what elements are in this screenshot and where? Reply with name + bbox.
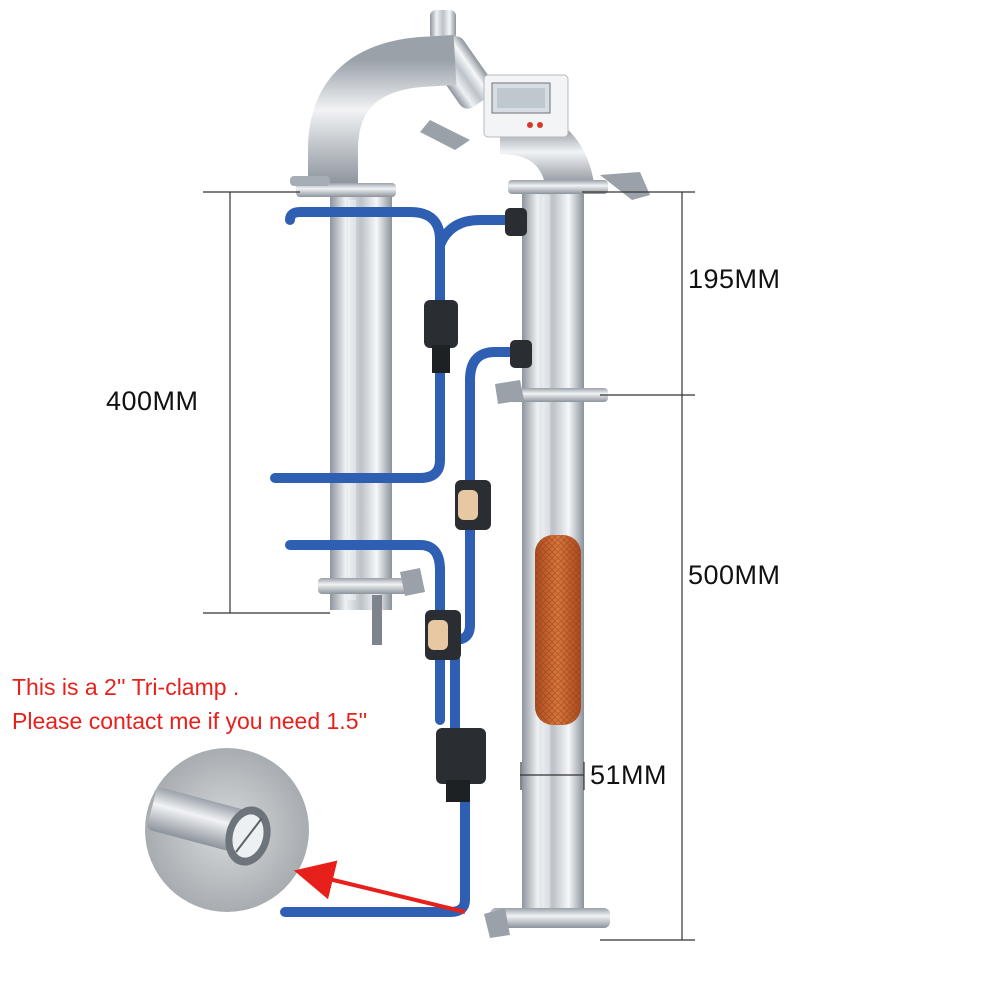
dimension-400mm: 400MM xyxy=(106,386,199,416)
cooling-hoses xyxy=(270,207,525,917)
drain-spout xyxy=(372,595,382,645)
dimension-500mm: 500MM xyxy=(688,560,781,590)
dimension-lines xyxy=(203,191,695,941)
u-bend-pipe xyxy=(308,35,457,185)
dimension-51mm: 51MM xyxy=(590,760,668,790)
note-line-2: Please contact me if you need 1.5'' xyxy=(12,708,368,734)
digital-thermometer-icon xyxy=(483,74,569,138)
tri-clamp-closeup-photo xyxy=(145,748,309,912)
note-line-1: This is a 2'' Tri-clamp . xyxy=(12,674,240,700)
pointer-arrow xyxy=(293,860,466,914)
copper-packing xyxy=(535,535,581,725)
dimension-195mm: 195MM xyxy=(688,264,781,294)
needle-valve-icon xyxy=(424,208,532,802)
tri-clamp-icon xyxy=(290,172,650,938)
